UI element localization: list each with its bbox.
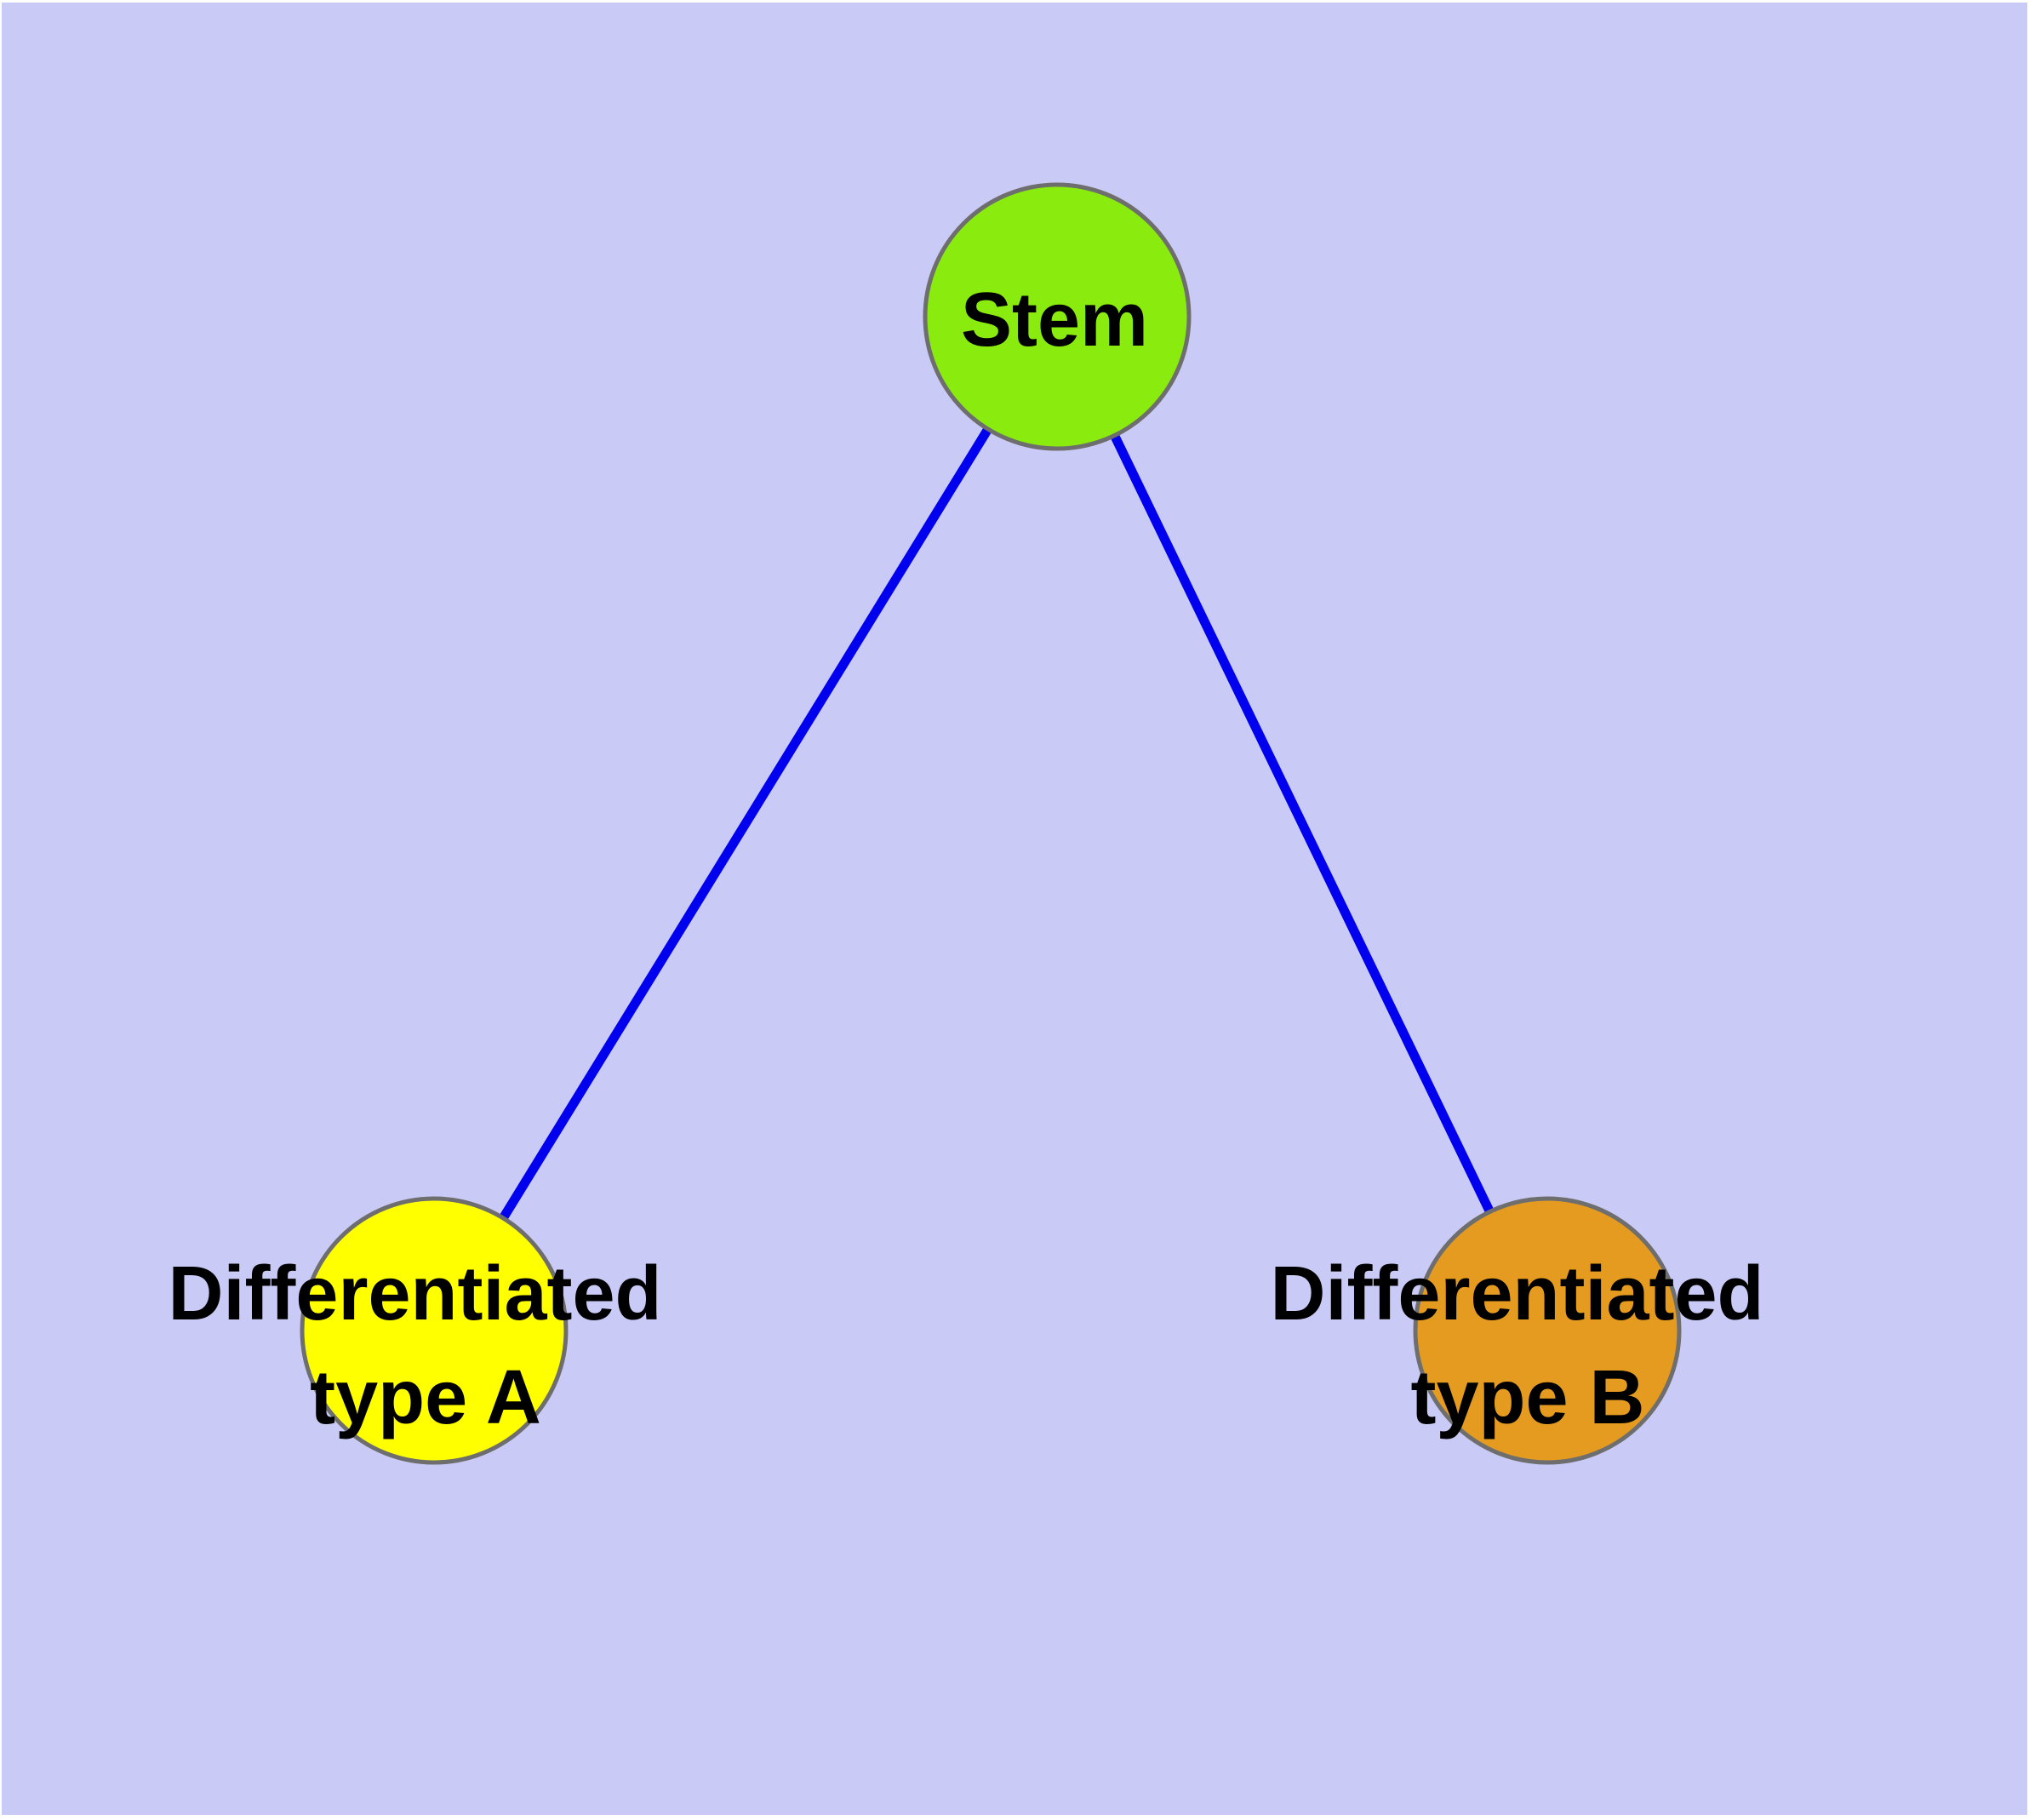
- node-type-a-label-line2: type A: [310, 1355, 541, 1440]
- edge-stem-to-type-a: [430, 314, 1061, 1333]
- node-type-b-label: Differentiated type B: [1270, 1251, 1785, 1440]
- node-type-a-label-line1: Differentiated: [168, 1251, 661, 1336]
- node-type-b-label-line2: type B: [1410, 1355, 1644, 1440]
- node-stem-circle: [923, 182, 1192, 451]
- node-type-a-label: Differentiated type A: [168, 1251, 683, 1440]
- node-type-a-circle: [300, 1196, 569, 1465]
- node-stem-label: Stem: [961, 278, 1148, 363]
- node-type-b-circle: [1413, 1196, 1682, 1465]
- node-type-b-label-line1: Differentiated: [1270, 1251, 1763, 1336]
- edge-stem-to-type-b: [1053, 314, 1552, 1333]
